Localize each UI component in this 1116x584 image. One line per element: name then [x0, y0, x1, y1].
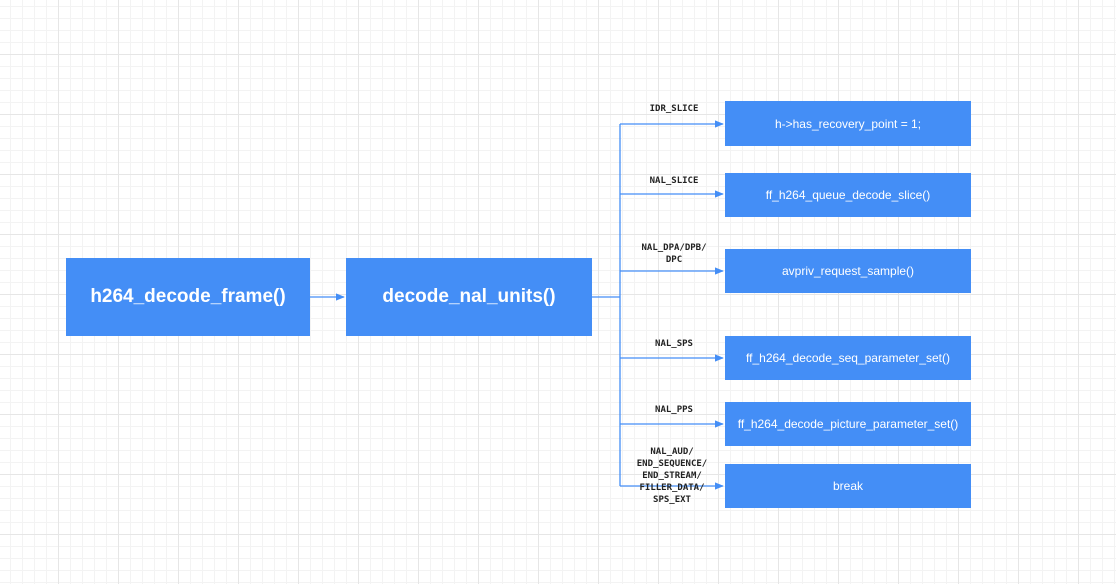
node-queue-decode-slice[interactable]: ff_h264_queue_decode_slice() [725, 173, 971, 217]
node-decode-picture-parameter-set[interactable]: ff_h264_decode_picture_parameter_set() [725, 402, 971, 446]
edge-label-nal-slice: NAL_SLICE [649, 176, 699, 186]
edge-label-nal-sps: NAL_SPS [655, 339, 693, 349]
node-request-sample[interactable]: avpriv_request_sample() [725, 249, 971, 293]
edge-label-idr-slice: IDR_SLICE [649, 104, 699, 114]
edge-label-nal-pps: NAL_PPS [655, 405, 693, 415]
edge-label-nal-dpa-dpb-dpc: NAL_DPA/DPB/ DPC [641, 243, 707, 265]
node-decode-seq-parameter-set[interactable]: ff_h264_decode_seq_parameter_set() [725, 336, 971, 380]
node-has-recovery-point[interactable]: h->has_recovery_point = 1; [725, 101, 971, 146]
node-decode-nal-units[interactable]: decode_nal_units() [346, 258, 592, 336]
node-h264-decode-frame[interactable]: h264_decode_frame() [66, 258, 310, 336]
edge-label-nal-aud-group: NAL_AUD/ END_SEQUENCE/ END_STREAM/ FILLE… [636, 447, 708, 505]
node-break[interactable]: break [725, 464, 971, 508]
